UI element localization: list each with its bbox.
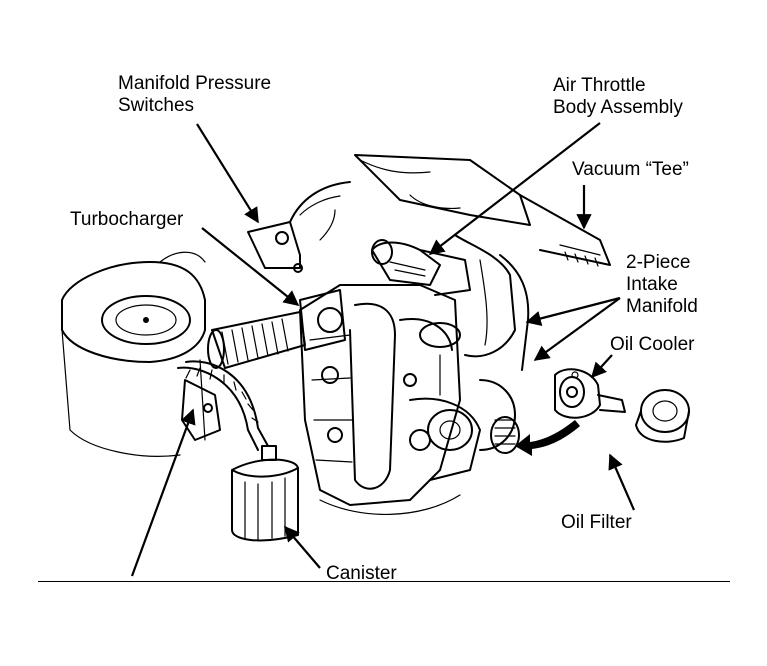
oil-filter-text: Oil Filter	[561, 512, 632, 533]
turbocharger-drawing	[207, 289, 346, 369]
intake-manifold-label: 2-Piece Intake Manifold	[626, 252, 698, 318]
canister-drawing	[177, 360, 299, 542]
oil-filter-drawing	[635, 389, 690, 443]
air-throttle-body-assembly-label: Air Throttle Body Assembly	[553, 75, 683, 119]
intake-manifold-line3: Manifold	[626, 296, 698, 317]
turbocharger-text: Turbocharger	[70, 209, 184, 230]
throttle-body-drawing	[371, 239, 471, 296]
install-arrow	[515, 420, 580, 456]
leader-lines	[130, 122, 636, 577]
bracket-drawing	[181, 379, 221, 441]
turbocharger-label: Turbocharger	[70, 209, 183, 231]
bottom-rule	[38, 581, 730, 582]
vacuum-tee-text: Vacuum “Tee”	[572, 159, 689, 180]
oil-cooler-label: Oil Cooler	[610, 334, 694, 356]
canister-text: Canister	[326, 563, 397, 584]
canister-label: Canister	[326, 563, 397, 585]
manifold-pressure-switches-line2: Switches	[118, 95, 195, 116]
oil-cooler-drawing	[554, 368, 626, 419]
oil-cooler-text: Oil Cooler	[610, 334, 695, 355]
oil-filter-label: Oil Filter	[561, 512, 632, 534]
engine-block-drawing	[299, 284, 520, 516]
intake-manifold-line1: 2-Piece	[626, 252, 691, 273]
intake-manifold-drawing	[354, 154, 611, 371]
air-cleaner-drawing	[61, 251, 206, 457]
pressure-switch-drawing	[247, 181, 351, 273]
intake-manifold-line2: Intake	[626, 274, 678, 295]
air-throttle-body-line2: Body Assembly	[553, 97, 683, 118]
vacuum-tee-label: Vacuum “Tee”	[572, 159, 689, 181]
manifold-pressure-switches-label: Manifold Pressure Switches	[118, 73, 271, 117]
air-throttle-body-line1: Air Throttle	[553, 75, 646, 96]
manifold-pressure-switches-line1: Manifold Pressure	[118, 73, 272, 94]
